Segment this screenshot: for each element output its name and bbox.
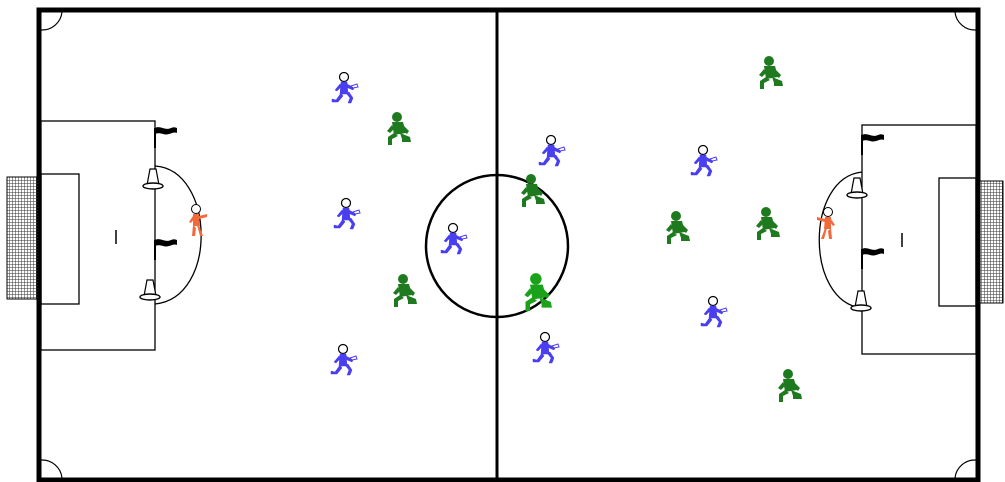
goal-net-left <box>7 177 39 299</box>
goal-net-right <box>979 181 1003 303</box>
pitch-boundary <box>39 10 978 480</box>
